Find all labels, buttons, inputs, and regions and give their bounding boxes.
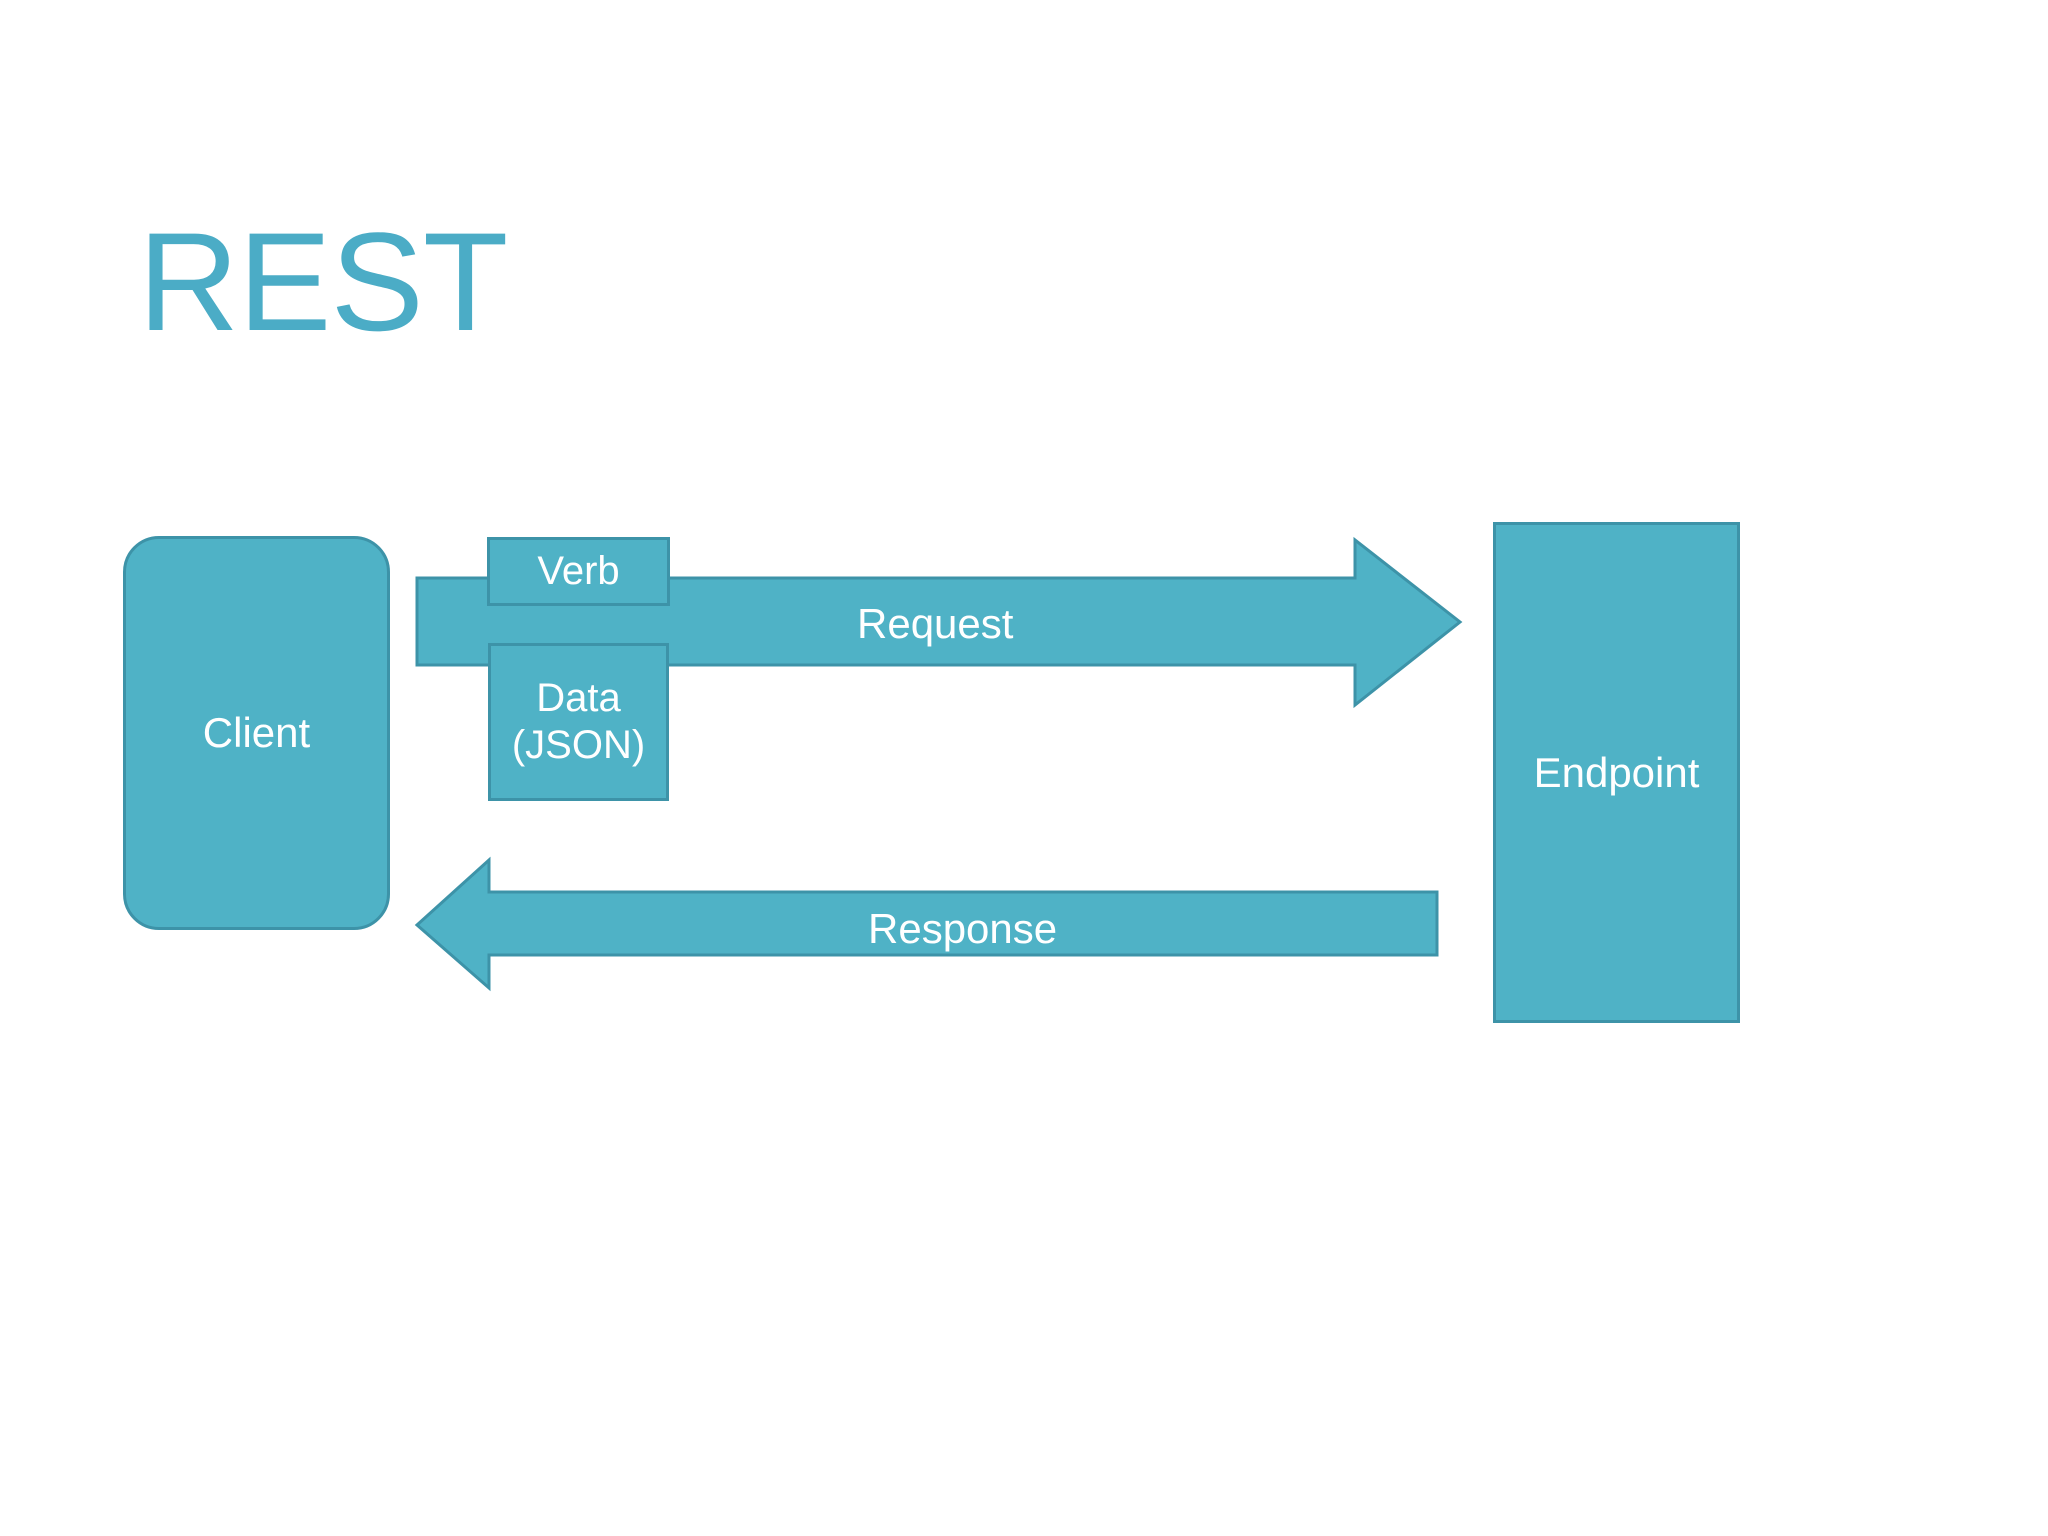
page-title: REST [138,203,508,360]
response-arrow-shape [414,856,1439,992]
node-client-label: Client [202,709,311,756]
tag-verb[interactable]: Verb [487,537,670,606]
node-client[interactable]: Client [123,536,390,930]
tag-data-json[interactable]: Data (JSON) [488,643,669,801]
tag-verb-label: Verb [537,549,620,593]
node-endpoint-label: Endpoint [1533,748,1700,796]
tag-data-json-label: Data (JSON) [511,675,646,767]
node-endpoint[interactable]: Endpoint [1493,522,1740,1023]
